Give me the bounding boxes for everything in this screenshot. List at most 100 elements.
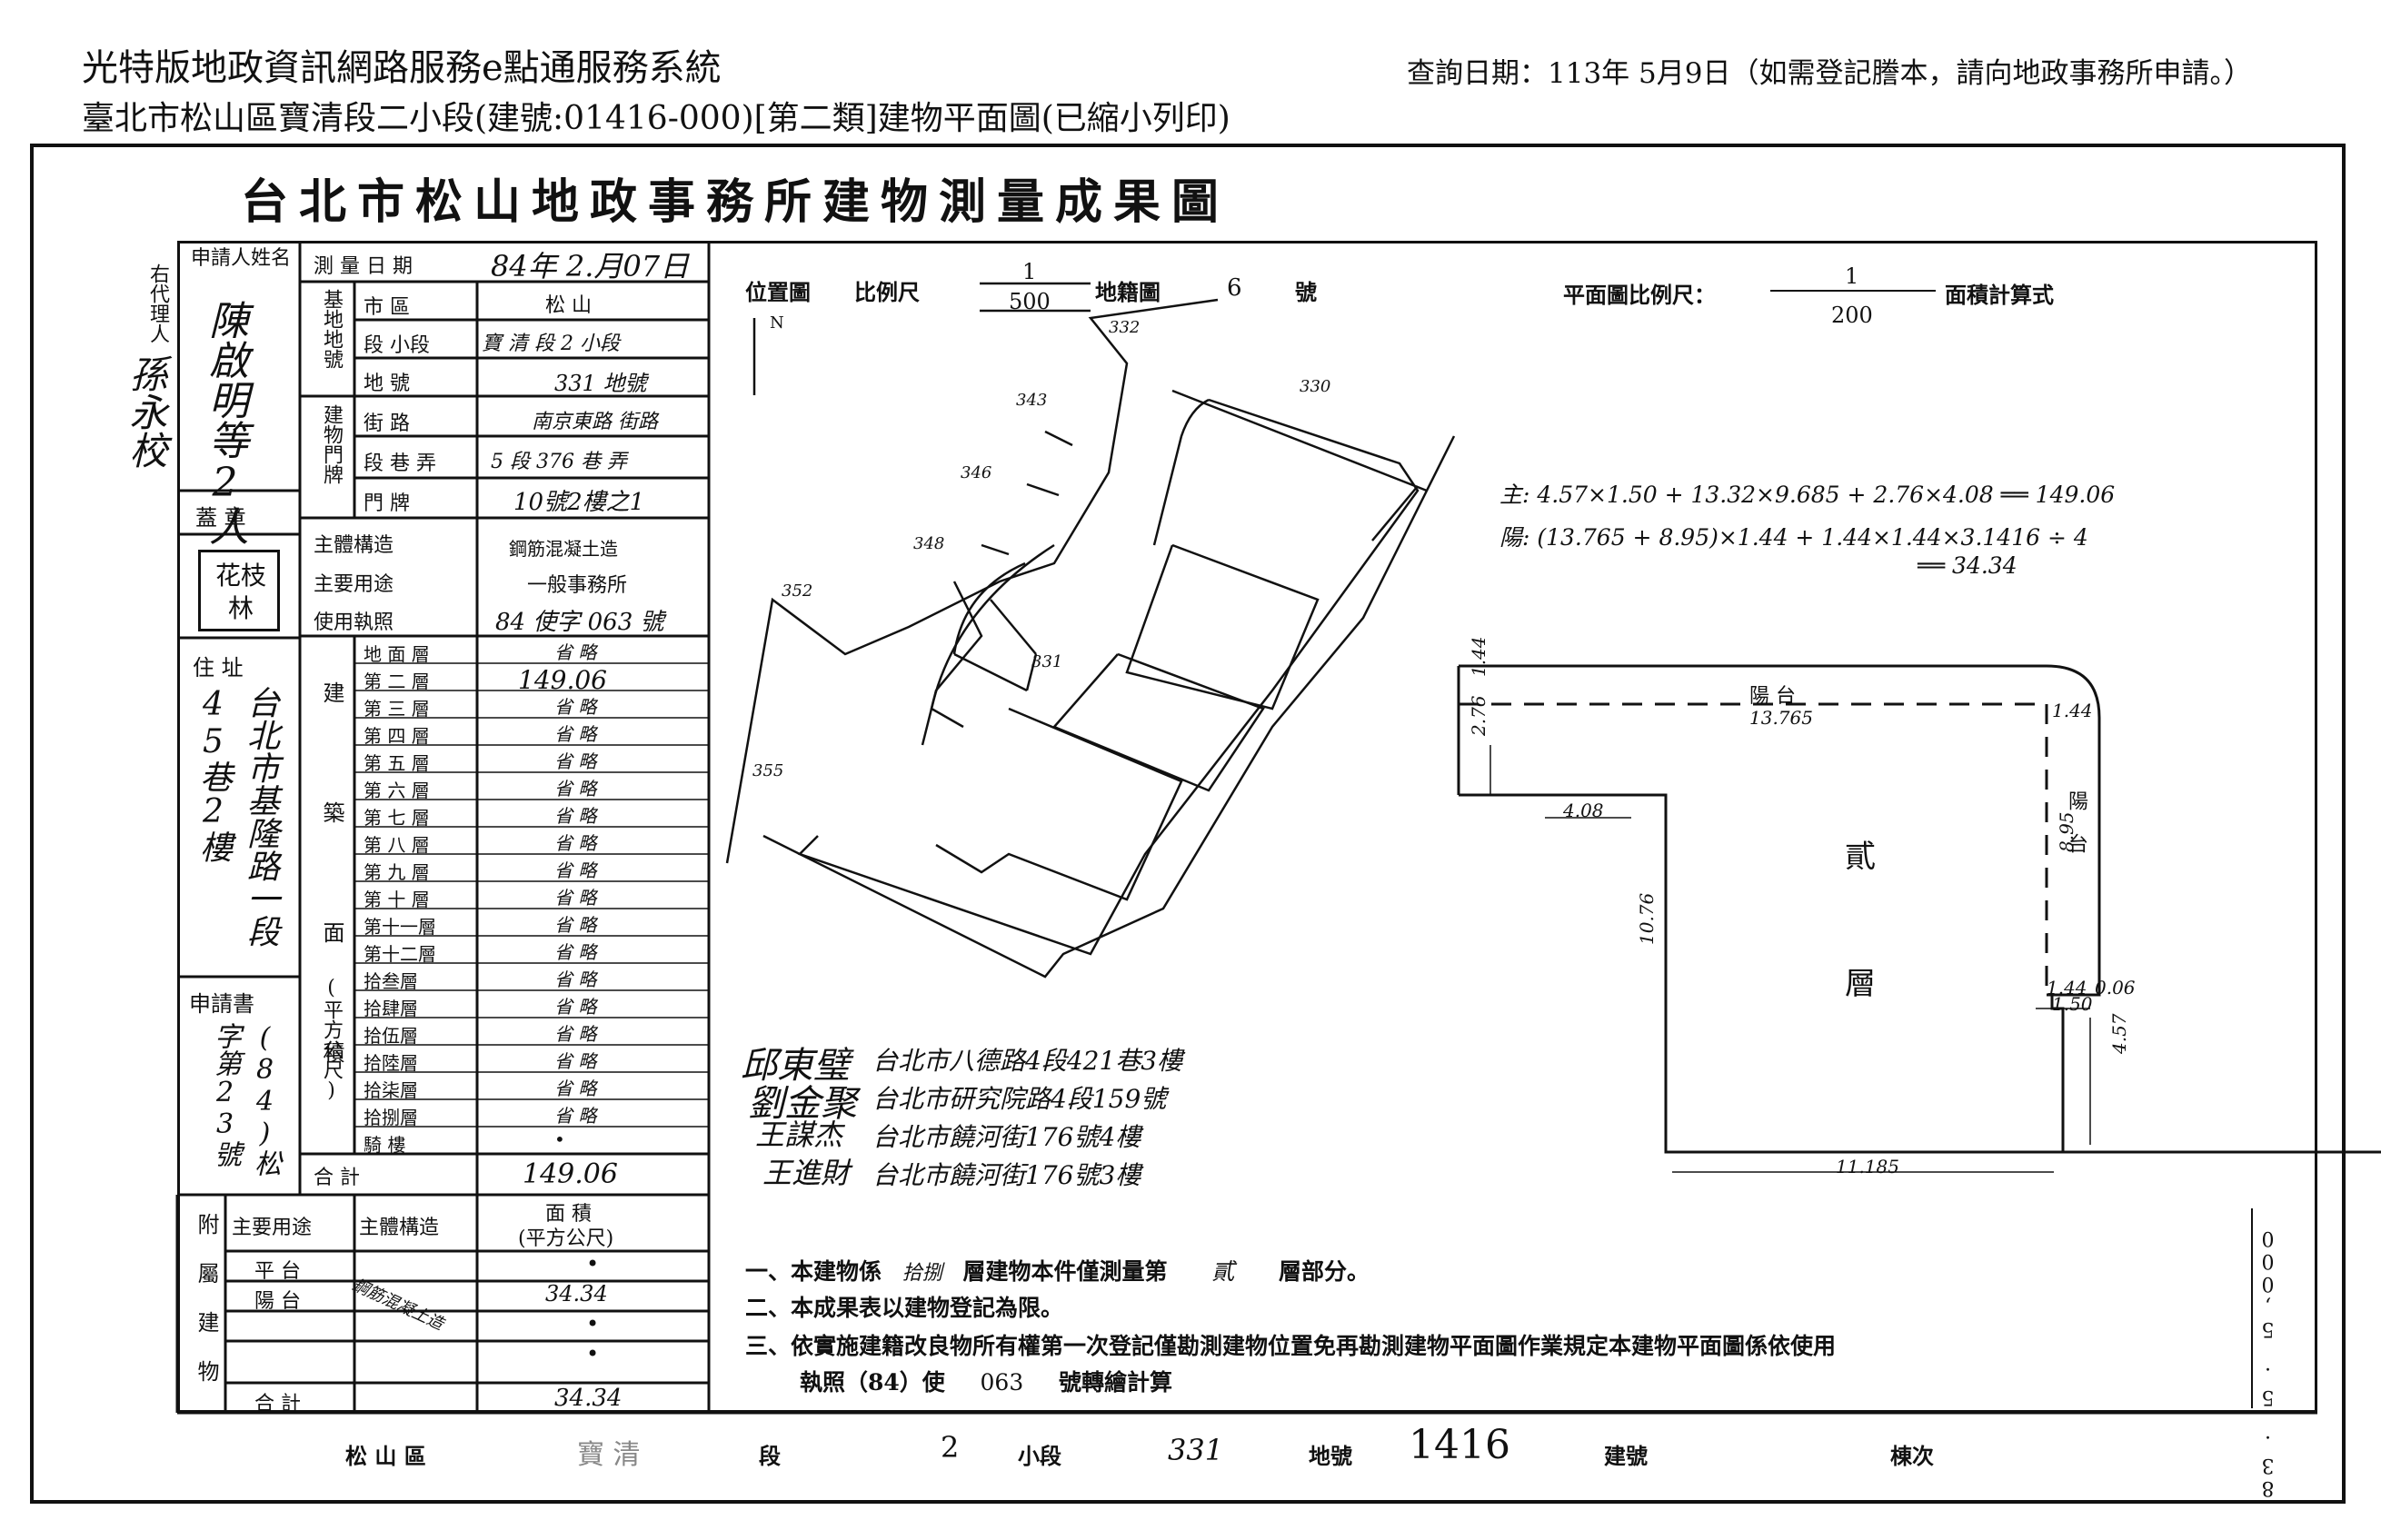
attached-total-label: 合 計: [254, 1393, 301, 1416]
applicant-label: 申請人姓名: [191, 247, 292, 270]
note-1a: 一、本建物係: [745, 1258, 882, 1285]
owner-name: 劉金聚: [748, 1083, 857, 1125]
dimension-label: 2.76: [1468, 695, 1489, 736]
door-label: 建物門牌: [320, 404, 343, 484]
system-title: 光特版地政資訊網路服務e點通服務系統: [82, 47, 722, 89]
attached-row-area: •: [586, 1251, 600, 1277]
floor-area: 149.06: [518, 665, 607, 695]
attached-row-area: •: [586, 1341, 600, 1366]
side-number: 83. 5. 5,000: [2256, 1227, 2279, 1499]
floor-mark-1: 貳: [1845, 839, 1876, 875]
attached-label: 附屬建物: [194, 1213, 219, 1409]
attached-row-use: 陽 台: [254, 1290, 301, 1313]
door-number-label: 門 牌: [364, 492, 410, 515]
base-lot-label: 基地地號: [320, 289, 343, 369]
floor-name: 拾叁層: [364, 970, 418, 992]
agent-label: 右代理人: [146, 263, 169, 343]
floor-area: 省 略: [554, 750, 597, 772]
dimension-label: 8.95: [2056, 811, 2077, 852]
footer-sub-no: 2: [941, 1430, 960, 1465]
plan-scale-den: 200: [1831, 303, 1873, 328]
dimension-label: 1.44: [2052, 700, 2093, 721]
road-value: 南京東路 街路: [532, 411, 658, 433]
lot-label: 343: [1016, 391, 1048, 410]
lot-value: 331 地號: [554, 371, 647, 396]
floor-area: 省 略: [554, 696, 597, 718]
lot-label: 355: [752, 761, 784, 780]
balcony-dashed: [1459, 702, 2048, 995]
note-2: 二、本成果表以建物登記為限。: [745, 1295, 1064, 1321]
note-3d: 號轉繪計算: [1058, 1369, 1172, 1396]
floor-area: 省 略: [554, 941, 597, 963]
floor-area: 省 略: [554, 1023, 597, 1045]
owner-address: 台北市研究院路4段159號: [872, 1084, 1167, 1114]
floor-area: 省 略: [554, 641, 597, 663]
district-value: 松 山: [545, 294, 592, 317]
dimension-label: 1.44: [1468, 636, 1489, 677]
use-label: 主要用途: [314, 573, 394, 596]
attached-row-use: 平 台: [254, 1260, 301, 1283]
note-3: 三、依實施建籍改良物所有權第一次登記僅勘測建物位置免再勘測建物平面圖作業規定本建…: [745, 1333, 1837, 1359]
permit-label: 使用執照: [314, 611, 394, 634]
floor-area: •: [554, 1128, 565, 1150]
floor-name: 第 十 層: [364, 889, 430, 910]
floor-area: 省 略: [554, 1050, 597, 1072]
attached-row-area: 34.34: [545, 1281, 608, 1307]
note-1-floor: 貳: [1211, 1258, 1235, 1285]
floor-name: 第十二層: [364, 943, 436, 965]
application-number: (84)松字第23號: [209, 1022, 281, 1177]
balcony-outer: [1457, 664, 2101, 997]
floor-name: 第 六 層: [364, 780, 430, 801]
floor-name: 第 三 層: [364, 698, 430, 720]
seal-stamp: 花枝林: [198, 550, 280, 631]
lot-label: 332: [1109, 318, 1141, 337]
footer-district: 松 山 區: [345, 1443, 426, 1469]
balcony-right-label: 陽 台: [2065, 790, 2087, 853]
note-1e: 層部分。: [1278, 1258, 1370, 1285]
area-calc-label: 面積計算式: [1945, 282, 2054, 308]
note-1: 一、本建物係 拾捌 層建物本件僅測量第 貳 層部分。: [745, 1254, 1370, 1287]
lot-label: 地 號: [364, 373, 410, 395]
balcony-top-label: 陽 台: [1749, 685, 1796, 708]
floor-area: 省 略: [554, 914, 597, 936]
owner-name: 邱東璧: [741, 1045, 850, 1087]
floor-area: 省 略: [554, 1078, 597, 1099]
note-3-cont: 執照（84）使 063 號轉繪計算: [800, 1365, 1172, 1397]
dimension-ticks: [1489, 745, 2091, 1173]
location-scale-num: 1: [1022, 259, 1037, 284]
applicant-name: 陳啟明等2人: [202, 300, 248, 546]
floor-name: 拾捌層: [364, 1107, 418, 1128]
dimension-label: 11.185: [1836, 1156, 1899, 1177]
floor-name: 第 二 層: [364, 671, 430, 692]
floor-name: 第 五 層: [364, 752, 430, 774]
area-formula-result: ══ 34.34: [1918, 552, 2017, 579]
floor-area: 省 略: [554, 969, 597, 990]
lane-value: 5 段 376 巷 弄: [491, 451, 627, 473]
floor-name: 第 九 層: [364, 861, 430, 883]
structure-value: 鋼筋混凝土造: [509, 538, 618, 560]
floor-rows: [354, 662, 709, 1128]
area-formula-main: 主: 4.57×1.50 + 13.32×9.685 + 2.76×4.08 ═…: [1499, 482, 2116, 508]
floor-name: 拾伍層: [364, 1025, 418, 1047]
building-area-label: 建 築 面 積: [319, 681, 344, 1099]
floor-name: 騎 樓: [364, 1134, 406, 1156]
owner-address: 台北市八德路4段421巷3樓: [872, 1046, 1183, 1076]
floor-name: 地 面 層: [364, 643, 430, 665]
floor-name: 拾柒層: [364, 1079, 418, 1101]
floor-area: 省 略: [554, 832, 597, 854]
section-value: 寶 清 段 2 小段: [482, 333, 620, 355]
dimension-label: 1.50: [2052, 993, 2093, 1015]
floor-mark-2: 層: [1845, 966, 1876, 1002]
owner-address: 台北市饒河街176號4樓: [872, 1122, 1141, 1152]
owner-name: 王進財: [762, 1156, 851, 1190]
footer-unit-suffix: 棟次: [1890, 1443, 1934, 1469]
location-map-label: 位置圖: [745, 279, 811, 305]
plan-scale-num: 1: [1845, 263, 1859, 289]
note-3b: 執照（84）使: [800, 1369, 945, 1396]
district-label: 市 區: [364, 296, 410, 319]
footer-building-suffix: 建號: [1604, 1443, 1648, 1469]
dimension-label: 1.44: [2047, 977, 2087, 999]
location-scale-label: 比例尺: [854, 279, 920, 305]
floor-total-value: 149.06: [523, 1158, 618, 1190]
